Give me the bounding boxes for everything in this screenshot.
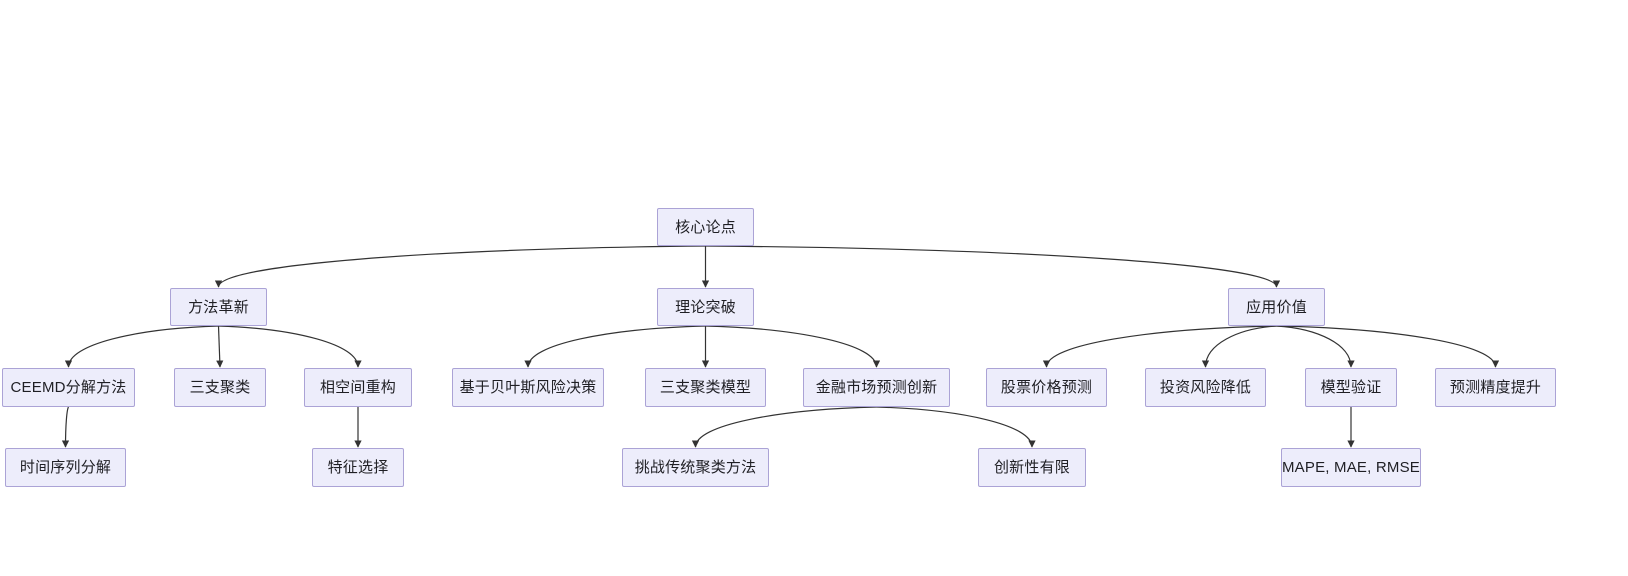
flow-node-label: 模型验证: [1320, 379, 1382, 396]
flow-node-l2h[interactable]: 投资风险降低: [1145, 368, 1266, 407]
flow-edge-l2a-to-l3a: [61, 406, 70, 448]
flow-node-l2e[interactable]: 三支聚类模型: [645, 368, 766, 407]
flow-node-label: 理论突破: [675, 298, 736, 316]
edge-paths: [61, 245, 1500, 448]
flow-node-label: 投资风险降低: [1159, 379, 1252, 396]
flow-node-l2g[interactable]: 股票价格预测: [986, 368, 1107, 407]
flow-node-label: 股票价格预测: [1000, 379, 1093, 396]
flow-node-l2b[interactable]: 三支聚类: [174, 368, 266, 407]
flow-node-l2i[interactable]: 模型验证: [1305, 368, 1397, 407]
flow-node-label: MAPE, MAE, RMSE: [1281, 459, 1421, 476]
flow-node-l3c[interactable]: 挑战传统聚类方法: [622, 448, 769, 487]
flow-edge-l1a-to-l2c: [218, 325, 362, 368]
flow-node-label: 特征选择: [327, 459, 389, 476]
flow-node-label: 金融市场预测创新: [815, 379, 938, 396]
flow-node-l1b[interactable]: 理论突破: [657, 288, 754, 326]
flow-node-label: 核心论点: [675, 218, 736, 236]
flow-edge-root-to-l1a: [214, 245, 706, 288]
flow-edge-l1b-to-l2f: [705, 325, 881, 368]
flow-node-label: 基于贝叶斯风险决策: [459, 379, 597, 396]
flow-node-l2c[interactable]: 相空间重构: [304, 368, 412, 407]
flow-node-label: 预测精度提升: [1449, 379, 1542, 396]
flow-node-label: 相空间重构: [319, 379, 396, 396]
flow-edge-l1c-to-l2g: [1042, 325, 1277, 368]
flow-edge-l1c-to-l2h: [1201, 325, 1277, 368]
flow-node-label: 创新性有限: [993, 459, 1070, 476]
flow-edge-l2f-to-l3c: [691, 406, 877, 448]
flow-edge-l1c-to-l2j: [1276, 325, 1500, 368]
flow-edge-l1a-to-l2b: [216, 325, 224, 368]
flow-node-l2d[interactable]: 基于贝叶斯风险决策: [452, 368, 604, 407]
flow-node-label: 挑战传统聚类方法: [634, 459, 757, 476]
flow-node-label: 时间序列分解: [19, 459, 112, 476]
flow-node-l3e[interactable]: MAPE, MAE, RMSE: [1281, 448, 1421, 487]
flow-node-l3d[interactable]: 创新性有限: [978, 448, 1086, 487]
flow-edge-l1a-to-l2a: [64, 325, 219, 368]
flow-edge-l1b-to-l2d: [524, 325, 706, 368]
flow-node-l3a[interactable]: 时间序列分解: [5, 448, 126, 487]
flow-node-l2f[interactable]: 金融市场预测创新: [803, 368, 950, 407]
flow-node-l2j[interactable]: 预测精度提升: [1435, 368, 1556, 407]
flow-node-l3b[interactable]: 特征选择: [312, 448, 404, 487]
flow-node-label: 方法革新: [188, 298, 249, 316]
flow-node-label: 应用价值: [1246, 298, 1307, 316]
flow-node-label: 三支聚类: [189, 379, 251, 396]
flow-node-label: CEEMD分解方法: [10, 379, 127, 396]
flow-node-l1c[interactable]: 应用价值: [1228, 288, 1325, 326]
flow-node-l1a[interactable]: 方法革新: [170, 288, 267, 326]
flow-node-label: 三支聚类模型: [659, 379, 752, 396]
flow-node-root[interactable]: 核心论点: [657, 208, 754, 246]
flow-edge-l2f-to-l3d: [876, 406, 1036, 448]
flow-edge-l1c-to-l2i: [1276, 325, 1355, 368]
flow-node-l2a[interactable]: CEEMD分解方法: [2, 368, 135, 407]
flow-edge-root-to-l1c: [705, 245, 1281, 288]
